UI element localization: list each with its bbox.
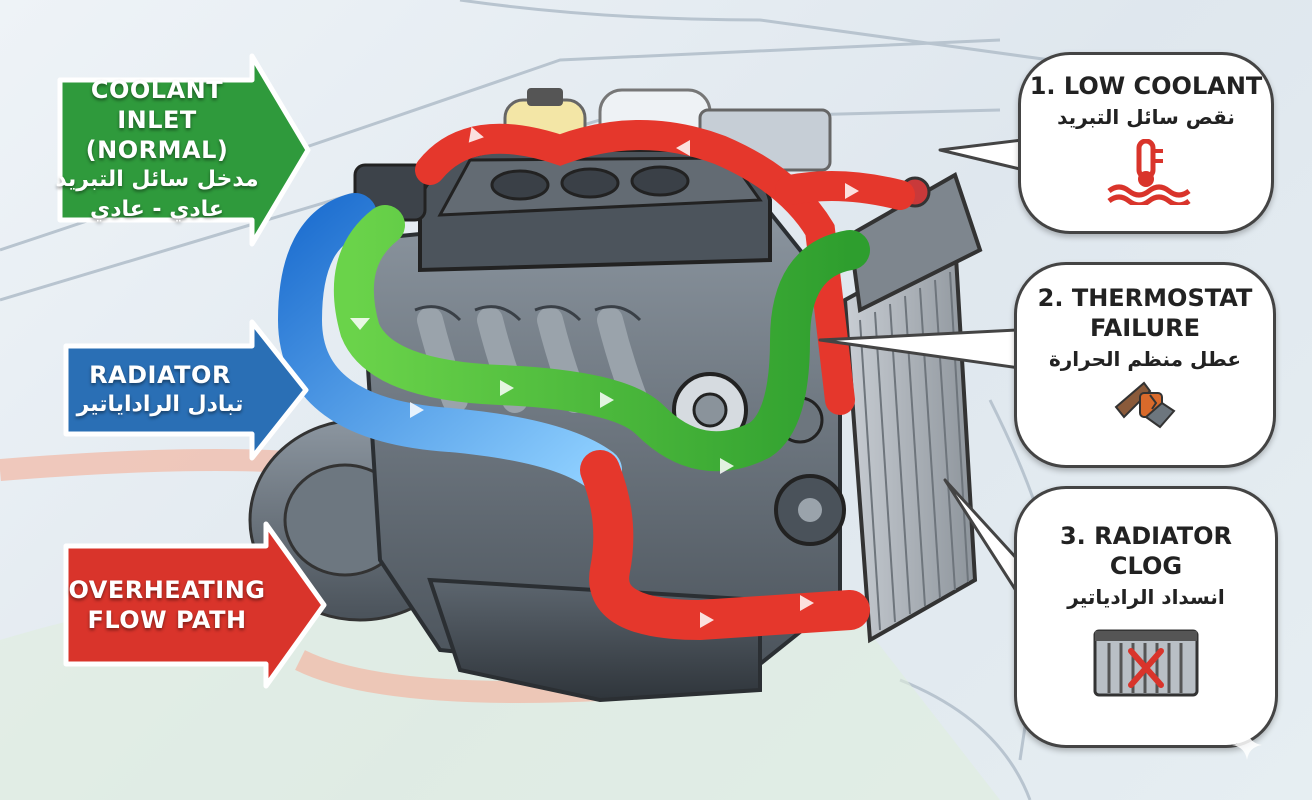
- red-arrow-shape: [63, 521, 327, 689]
- coolant-inlet-ar-line1: مدخل سائل التبريد: [55, 167, 259, 192]
- faded-hose-bottom: [295, 650, 601, 703]
- radiator-en: RADIATOR: [89, 361, 231, 389]
- overheating-flow-path-label: OVERHEATING FLOW PATH: [60, 520, 328, 690]
- coolant-inlet-en-line2: (NORMAL): [85, 136, 229, 164]
- radiator-label: RADIATOR تبادل الراداياتير: [60, 318, 310, 462]
- blue-arrow-shape: [63, 319, 309, 461]
- coolant-inlet-normal-label: COOLANT INLET (NORMAL) مدخل سائل التبريد…: [52, 52, 312, 248]
- callout-3-ar: انسداد الرادياتير: [1067, 585, 1225, 609]
- low-coolant-temperature-icon: [1107, 139, 1191, 205]
- coolant-inlet-en-line1: COOLANT INLET: [90, 76, 224, 134]
- callout-1-en-line1: 1. LOW COOLANT: [1029, 72, 1263, 100]
- green-arrow-shape: [57, 53, 311, 247]
- radiator-ar: تبادل الراداياتير: [76, 392, 244, 417]
- callout-low-coolant: 1. LOW COOLANT نقص سائل التبريد: [1018, 52, 1274, 234]
- coolant-inlet-hose: [333, 205, 870, 472]
- coolant-inlet-ar-line2: عادي - عادي: [90, 197, 224, 222]
- callout-2-en-line2: FAILURE: [1090, 314, 1200, 342]
- radiator-return-hose: [277, 193, 622, 492]
- callout-3-en-line1: 3. RADIATOR: [1059, 522, 1233, 550]
- clogged-radiator-icon: [1093, 629, 1199, 697]
- sparkle-icon: [1232, 730, 1262, 760]
- callout-2-en-line1: 2. THERMOSTAT: [1037, 284, 1253, 312]
- callout-thermostat-failure: 2. THERMOSTAT FAILURE عطل منظم الحرارة: [1014, 262, 1276, 468]
- broken-thermostat-icon: [1114, 381, 1176, 429]
- callout-3-en-line2: CLOG: [1109, 552, 1183, 580]
- callout-radiator-clog: 3. RADIATOR CLOG انسداد الرادياتير: [1014, 486, 1278, 748]
- overheat-hose-radiator: [775, 171, 915, 210]
- flow-direction-arrows: [350, 126, 859, 628]
- callout-2-ar: عطل منظم الحرارة: [1048, 347, 1242, 371]
- overheating-en-line1: OVERHEATING: [68, 576, 266, 604]
- overheat-hose-lower: [580, 450, 870, 641]
- callout-1-ar: نقص سائل التبريد: [1057, 105, 1235, 129]
- overheating-en-line2: FLOW PATH: [87, 606, 247, 634]
